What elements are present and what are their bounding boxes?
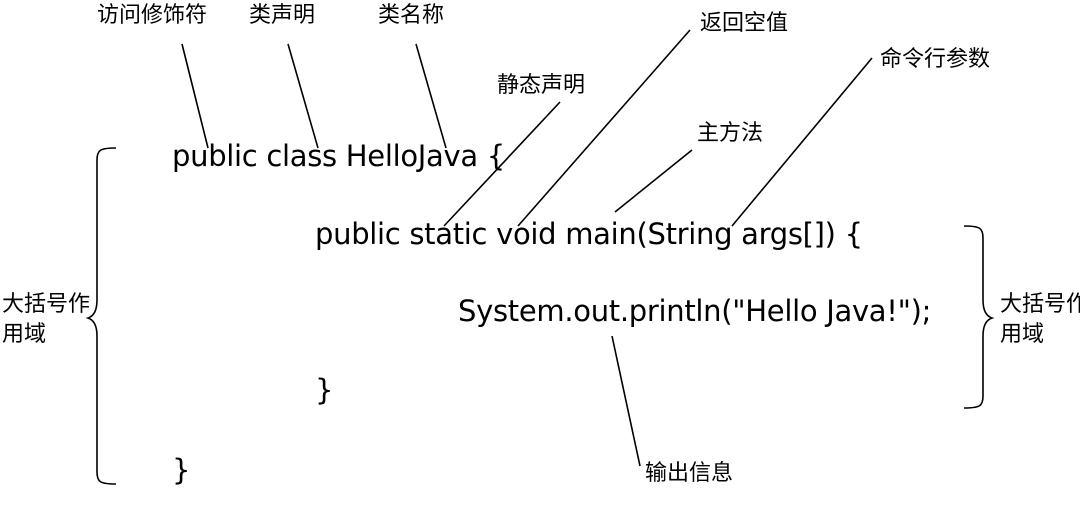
right-brace xyxy=(963,225,995,409)
code-line-class: public class HelloJava { xyxy=(172,139,505,173)
leader-main-method xyxy=(614,149,693,213)
leader-class-name xyxy=(415,43,447,149)
leader-command-line-args xyxy=(731,57,873,227)
label-class-declaration: 类声明 xyxy=(249,3,316,28)
label-brace-scope-left: 大括号作用域 xyxy=(2,292,91,347)
label-static-declaration: 静态声明 xyxy=(497,73,586,98)
leader-output-info xyxy=(611,335,641,467)
label-command-line-args: 命令行参数 xyxy=(880,47,991,72)
label-brace-scope-right: 大括号作用域 xyxy=(1000,292,1080,347)
leader-class-declaration xyxy=(287,43,319,149)
code-line-close-class: } xyxy=(172,453,191,487)
label-main-method: 主方法 xyxy=(697,121,764,146)
leader-access-modifier xyxy=(181,43,209,149)
label-access-modifier: 访问修饰符 xyxy=(97,3,208,28)
label-class-name: 类名称 xyxy=(378,3,445,28)
code-line-close-main: } xyxy=(315,373,334,407)
code-line-main: public static void main(String args[]) { xyxy=(315,217,863,251)
left-brace xyxy=(85,147,117,485)
code-line-println: System.out.println("Hello Java!"); xyxy=(458,294,932,328)
leader-static-declaration xyxy=(443,101,561,227)
label-output-info: 输出信息 xyxy=(645,461,734,486)
label-return-void: 返回空值 xyxy=(700,11,789,36)
leader-return-void xyxy=(517,29,691,227)
